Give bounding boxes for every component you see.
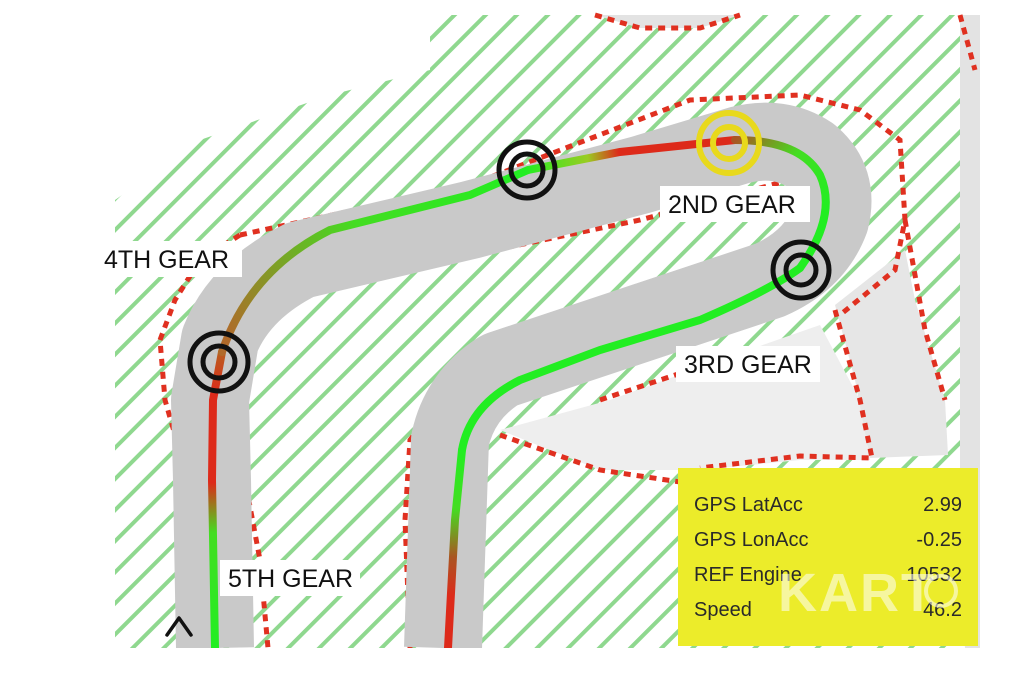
braking-marker-hairpin	[696, 110, 762, 176]
braking-marker-left	[187, 330, 251, 394]
braking-marker-right	[770, 239, 832, 301]
braking-marker-top	[496, 139, 558, 201]
telemetry-value: -0.25	[916, 529, 962, 551]
telemetry-panel: GPS LatAcc 2.99 GPS LonAcc -0.25 REF Eng…	[678, 468, 978, 646]
telemetry-label: Speed	[694, 599, 752, 621]
telemetry-label: GPS LonAcc	[694, 529, 809, 551]
telemetry-row: REF Engine 10532	[694, 558, 962, 593]
svg-text:5TH GEAR: 5TH GEAR	[228, 565, 353, 593]
telemetry-label: GPS LatAcc	[694, 494, 803, 516]
watermark-emblem-icon	[924, 574, 958, 608]
telemetry-row: GPS LatAcc 2.99	[694, 488, 962, 523]
telemetry-row: GPS LonAcc -0.25	[694, 523, 962, 558]
telemetry-label: REF Engine	[694, 564, 802, 586]
racing-line-top	[218, 166, 532, 356]
runoff-area-far-right	[835, 250, 948, 458]
telemetry-value: 2.99	[923, 494, 962, 516]
gear-label-4th: 4TH GEAR	[96, 241, 242, 277]
svg-text:4TH GEAR: 4TH GEAR	[104, 246, 229, 274]
telemetry-row: Speed 46.2	[694, 593, 962, 628]
gear-label-5th: 5TH GEAR	[220, 560, 360, 596]
svg-text:2ND GEAR: 2ND GEAR	[668, 191, 796, 219]
gear-label-2nd: 2ND GEAR	[660, 186, 810, 222]
chevron-up-icon	[165, 616, 193, 637]
racing-line-exit	[731, 136, 830, 272]
racing-line-right	[444, 446, 466, 648]
runoff-area-top	[595, 15, 740, 28]
svg-text:3RD GEAR: 3RD GEAR	[684, 351, 812, 379]
gear-label-3rd: 3RD GEAR	[676, 346, 820, 382]
